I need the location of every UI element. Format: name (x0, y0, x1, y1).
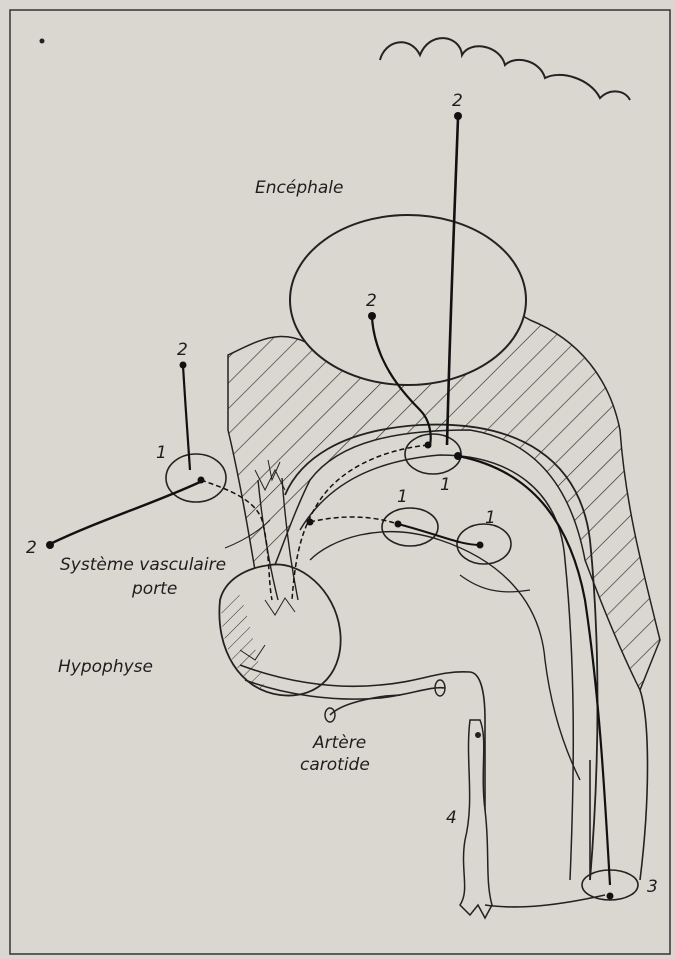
carotid-branch (330, 695, 400, 715)
axon-2-left (50, 482, 200, 544)
neuron-2-left-top (180, 362, 187, 369)
neuron-2-thalamus (368, 312, 376, 320)
nucleus-1-left (166, 454, 226, 502)
num-2-left-top: 2 (177, 340, 188, 360)
num-2-left: 2 (26, 538, 37, 558)
num-3: 3 (647, 877, 658, 897)
ventricle-inner (300, 455, 573, 880)
contour-line (460, 575, 530, 592)
speck (40, 39, 45, 44)
num-1-center: 1 (440, 475, 451, 495)
num-1-right: 1 (485, 508, 496, 528)
ganglion-4-dot (475, 732, 481, 738)
neuron-2-left (46, 541, 54, 549)
label-encephale: Encéphale (255, 178, 344, 198)
label-systeme-line1: Système vasculaire (60, 555, 226, 575)
label-artere-line2: carotide (300, 755, 370, 775)
label-artere-line1: Artère (312, 733, 366, 753)
nerve-4-to-3 (485, 895, 605, 907)
num-4: 4 (446, 808, 457, 828)
neuron-1-right (477, 542, 484, 549)
nucleus-1-center (405, 434, 461, 474)
num-1-mid: 1 (397, 487, 408, 507)
brain-outline (380, 38, 630, 100)
thalamus-ellipse (290, 215, 526, 385)
neuron-2-top (454, 112, 462, 120)
num-2-top: 2 (452, 91, 463, 111)
num-2-thalamus: 2 (366, 291, 377, 311)
ganglion-4 (460, 720, 492, 918)
neuron-3 (607, 893, 614, 900)
num-1-left: 1 (156, 443, 167, 463)
label-systeme-line2: porte (131, 579, 177, 599)
label-hypophyse: Hypophyse (58, 657, 153, 677)
